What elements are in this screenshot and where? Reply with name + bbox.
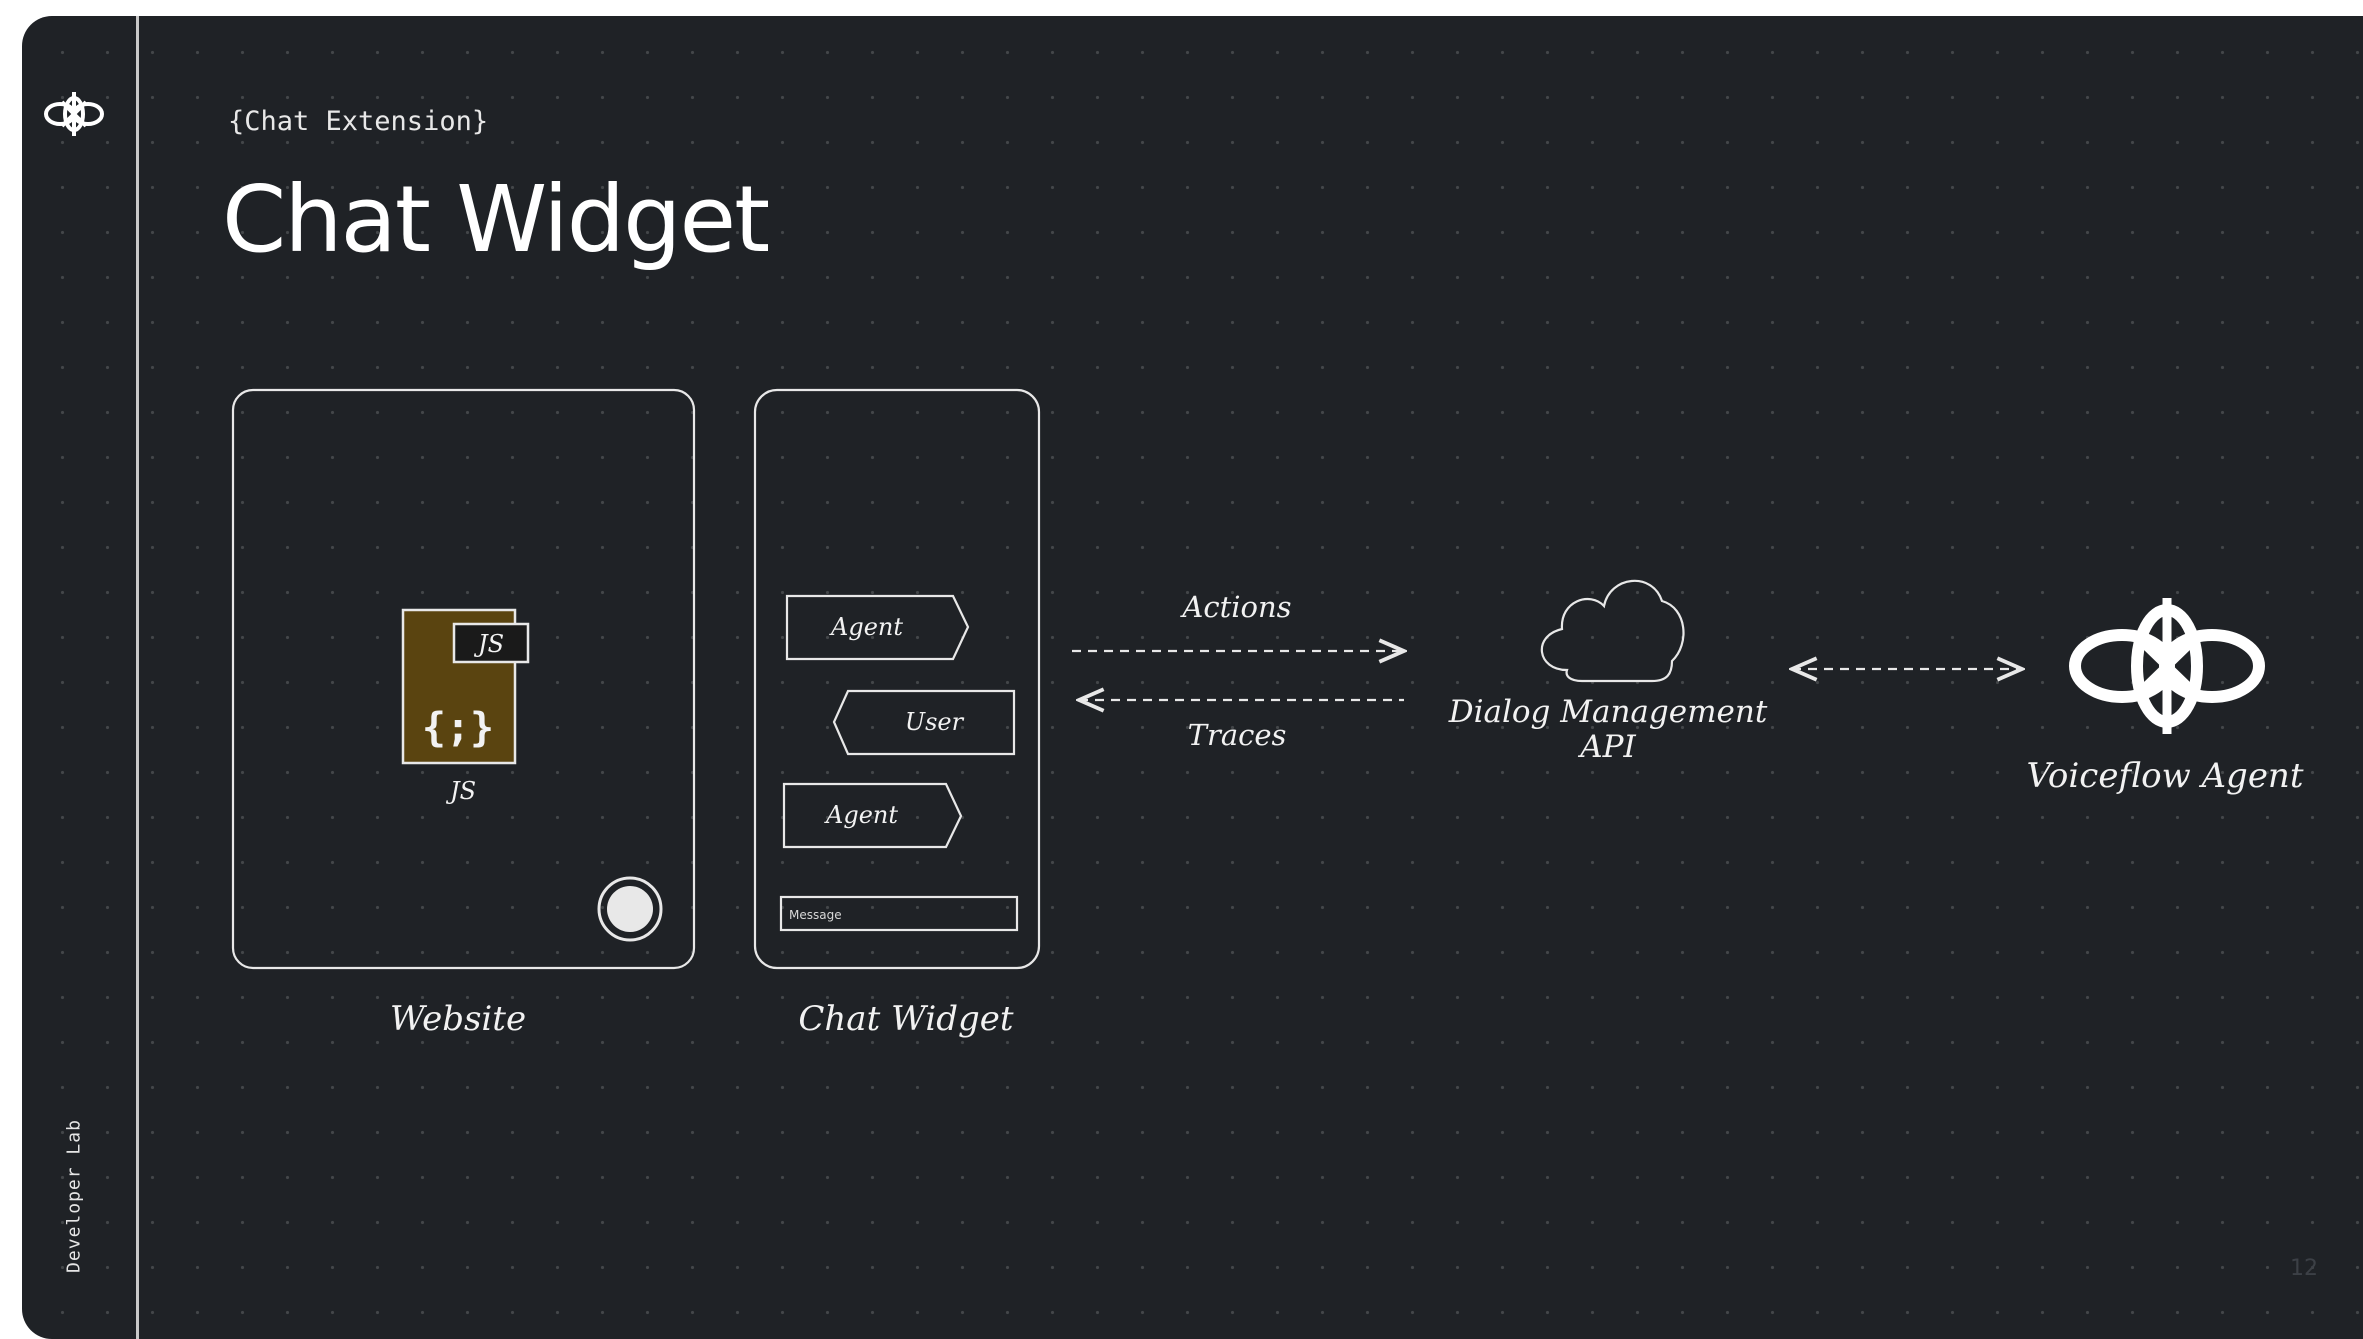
- chat-launcher-button-icon: [597, 876, 663, 942]
- slide-title: Chat Widget: [222, 166, 770, 273]
- message-input-placeholder: Message: [789, 908, 842, 922]
- agent-message-bubble: Agent: [785, 594, 970, 661]
- js-file-icon: JS {;}: [401, 608, 530, 765]
- js-badge-text: JS: [473, 630, 504, 658]
- api-label-line1: Dialog Management: [1448, 694, 1768, 730]
- slide: Developer Lab {Chat Extension} Chat Widg…: [22, 16, 2363, 1339]
- slide-eyebrow: {Chat Extension}: [228, 106, 489, 137]
- website-frame: JS {;} JS: [231, 388, 696, 970]
- website-label: Website: [390, 999, 526, 1039]
- voiceflow-agent-logo-icon: [2069, 598, 2265, 734]
- chat-widget-label: Chat Widget: [798, 999, 1014, 1039]
- sidebar-divider: [136, 16, 139, 1339]
- api-label-line2: API: [1577, 729, 1636, 765]
- chat-widget-frame: Agent User Agent Message: [753, 388, 1041, 970]
- cloud-icon: [1540, 579, 1685, 683]
- voiceflow-logo-icon: [44, 92, 104, 136]
- agent-message-text: Agent: [829, 613, 903, 641]
- user-message-text: User: [905, 708, 965, 736]
- actions-label: Actions: [1179, 590, 1291, 624]
- user-message-bubble: User: [832, 689, 1016, 756]
- page-number: 12: [2290, 1256, 2318, 1281]
- js-file-caption: JS: [445, 777, 476, 805]
- agent-message-text: Agent: [824, 801, 898, 829]
- traces-label: Traces: [1188, 718, 1287, 752]
- message-input: Message: [779, 895, 1019, 932]
- architecture-diagram: JS {;} JS Website Agent User Agent: [231, 388, 2304, 1039]
- js-file-symbol: {;}: [422, 705, 494, 751]
- voiceflow-agent-label: Voiceflow Agent: [2027, 756, 2304, 796]
- agent-message-bubble: Agent: [782, 782, 963, 849]
